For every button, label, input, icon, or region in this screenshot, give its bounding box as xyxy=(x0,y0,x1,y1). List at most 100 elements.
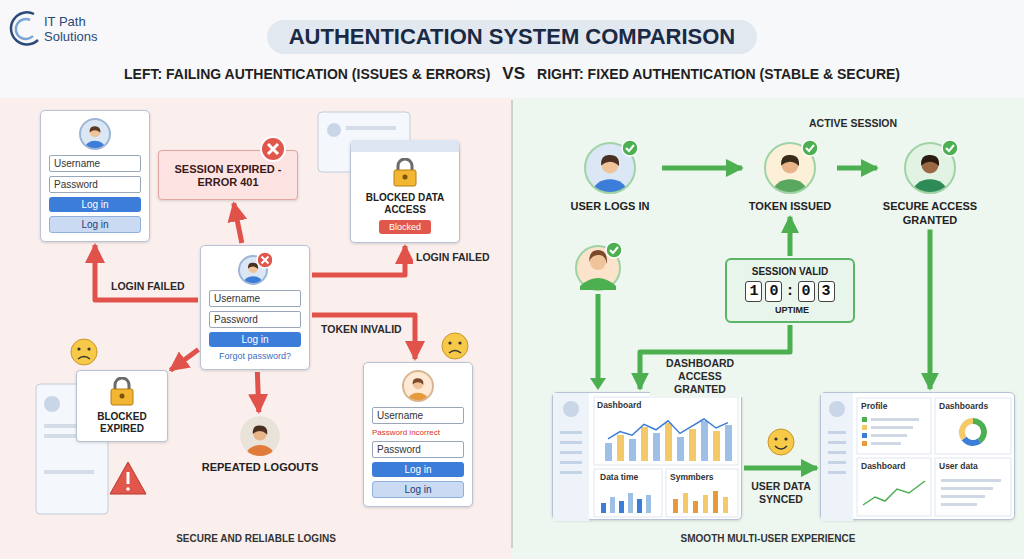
drawing-part xyxy=(946,145,954,151)
drawing-part xyxy=(403,371,433,403)
drawing-part xyxy=(589,250,607,264)
btn-text: Log in xyxy=(372,462,464,477)
drawing-part xyxy=(458,341,461,344)
panel-label: Data time xyxy=(600,472,638,482)
user-arrow xyxy=(590,294,606,390)
drawing-part xyxy=(115,378,129,390)
drawing-part xyxy=(248,264,258,274)
title-pill: AUTHENTICATION SYSTEM COMPARISON xyxy=(267,20,758,54)
drawing-part xyxy=(765,143,815,193)
connector-arrow xyxy=(257,372,258,412)
person-icon xyxy=(238,252,272,286)
drawing-part xyxy=(11,12,38,44)
cap-text: SECURE ACCESS GRANTED xyxy=(880,200,980,228)
drawing-part xyxy=(941,495,985,498)
dashboard-window: DashboardData timeSymmbers xyxy=(552,392,742,520)
tile-text: 1 xyxy=(745,281,762,302)
drawing-part xyxy=(262,257,269,264)
drawing-part xyxy=(653,433,660,461)
smiley xyxy=(768,429,794,455)
cap-text: TOKEN ISSUED xyxy=(745,200,835,214)
edge-label: LOGIN FAILED xyxy=(413,250,493,265)
edge-label: ACTIVE SESSION xyxy=(806,116,900,131)
icon xyxy=(745,140,835,196)
drawing-part xyxy=(610,247,618,253)
drawing-part xyxy=(677,437,684,461)
drawing-part xyxy=(553,393,589,521)
drawing-part xyxy=(828,451,846,454)
drawing-part xyxy=(802,140,818,156)
subtitle-vs: VS xyxy=(502,64,525,84)
tile-text: 0 xyxy=(798,281,815,302)
error-x xyxy=(259,135,287,163)
drawing-part xyxy=(110,462,146,494)
drawing-part xyxy=(768,429,794,455)
inp-text: Username xyxy=(372,407,464,424)
head-text: SESSION VALID xyxy=(733,266,847,278)
inp-text: Username xyxy=(209,290,301,307)
user-node: SECURE ACCESS GRANTED xyxy=(880,140,980,228)
connector-arrow xyxy=(744,466,817,471)
icon xyxy=(83,377,161,407)
user-figure: REPEATED LOGOUTS xyxy=(200,415,320,475)
sad-face xyxy=(442,333,468,359)
cap-text: USER LOGS IN xyxy=(560,200,660,214)
drawing-part xyxy=(71,339,97,365)
user-node: TOKEN ISSUED xyxy=(745,140,835,214)
icon xyxy=(49,117,141,151)
warning-triangle xyxy=(110,462,146,494)
logo-text: IT Path Solutions xyxy=(44,15,118,45)
drawing-part xyxy=(935,458,1011,516)
drawing-part xyxy=(327,123,341,137)
drawing-part xyxy=(442,333,468,359)
subtitle-row: LEFT: FAILING AUTHENTICATION (ISSUES & E… xyxy=(0,64,1024,84)
edge-label: LOGIN FAILED xyxy=(108,279,188,294)
dashboard-art xyxy=(821,393,1016,521)
icon xyxy=(359,158,451,188)
inp-text: Username xyxy=(49,155,141,172)
drawing-part xyxy=(941,479,1001,482)
drawing-part xyxy=(268,144,278,154)
drawing-part xyxy=(775,446,787,449)
btn-text: Log in xyxy=(49,197,141,212)
connector-arrow xyxy=(837,166,877,171)
drawing-part xyxy=(78,357,90,360)
user-node: USER LOGS IN xyxy=(560,140,660,214)
colon-text: : xyxy=(785,283,794,300)
drawing-part xyxy=(828,441,846,444)
err-text: Password incorrect xyxy=(372,428,464,437)
drawing-part xyxy=(673,499,678,513)
title-row: AUTHENTICATION SYSTEM COMPARISON xyxy=(0,20,1024,54)
login-form: UsernamePasswordLog inForgot password? xyxy=(200,245,310,370)
session-box: SESSION VALID10:03UPTIME xyxy=(725,258,855,323)
connector-arrow xyxy=(662,166,742,171)
panel-label: Profile xyxy=(861,401,887,411)
drawing-part xyxy=(610,497,615,513)
person-icon xyxy=(78,117,112,151)
drawing-part xyxy=(871,434,907,437)
drawing-part xyxy=(871,418,919,421)
user-avatar xyxy=(576,242,622,290)
drawing-part xyxy=(863,481,925,505)
drawing-part xyxy=(257,252,272,268)
drawing-part xyxy=(828,431,846,434)
drawing-part xyxy=(774,437,777,440)
tile-text: 0 xyxy=(765,281,782,302)
connector-arrow xyxy=(927,230,932,390)
connector-arrow xyxy=(312,315,415,359)
person-icon xyxy=(580,140,640,196)
login-window: UsernamePasswordLog inLog in xyxy=(40,110,150,242)
icon xyxy=(880,140,980,196)
drawing-part xyxy=(921,155,939,166)
drawing-part xyxy=(403,371,433,401)
drawing-part xyxy=(126,487,130,491)
drawing-part xyxy=(448,341,451,344)
drawing-part xyxy=(828,471,846,474)
drawing-part xyxy=(862,425,867,430)
drawing-part xyxy=(403,175,408,180)
drawing-part xyxy=(784,437,787,440)
drawing-part xyxy=(394,170,416,186)
drawing-part xyxy=(871,426,913,429)
person-icon xyxy=(900,140,960,196)
